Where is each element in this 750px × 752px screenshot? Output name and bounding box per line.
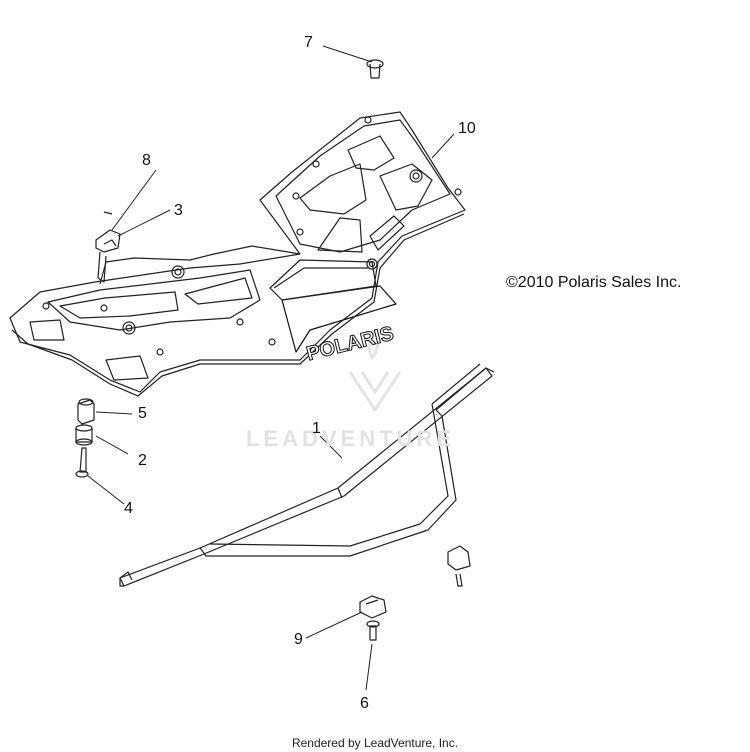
front-rack bbox=[9, 111, 466, 397]
spacer-2 bbox=[75, 424, 93, 446]
callout-4: 4 bbox=[124, 500, 133, 517]
callout-1: 1 bbox=[312, 420, 321, 437]
pin-8 bbox=[103, 211, 113, 215]
front-bumper-tube bbox=[119, 363, 495, 587]
watermark-logo-icon bbox=[348, 329, 402, 412]
screw-6 bbox=[366, 573, 463, 641]
callout-2: 2 bbox=[138, 452, 147, 469]
grommet-5 bbox=[77, 398, 95, 425]
footer-text: Rendered by LeadVenture, Inc. bbox=[291, 736, 459, 750]
clip-nut-9 bbox=[359, 545, 471, 619]
callout-3: 3 bbox=[174, 202, 183, 219]
callout-5: 5 bbox=[138, 405, 147, 422]
bolt-4 bbox=[75, 447, 89, 478]
callout-6: 6 bbox=[360, 695, 369, 712]
leader-lines bbox=[87, 45, 455, 691]
rack-logo-text: POLARIS bbox=[304, 323, 396, 366]
callout-10: 10 bbox=[458, 120, 476, 137]
bracket-3 bbox=[95, 229, 121, 283]
callout-8: 8 bbox=[142, 152, 151, 169]
callout-7: 7 bbox=[304, 34, 313, 51]
copyright-text: ©2010 Polaris Sales Inc. bbox=[506, 274, 682, 291]
push-rivet-7 bbox=[366, 59, 384, 79]
callout-9: 9 bbox=[294, 631, 303, 648]
watermark-text: LEADVENTURE bbox=[246, 426, 456, 451]
